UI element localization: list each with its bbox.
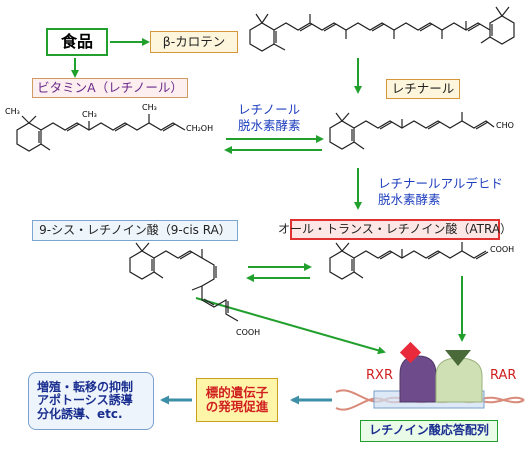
retinal-box: レチナール [386,79,460,99]
retinal-label: レチナール [391,81,455,97]
rar-label: RAR [490,368,517,383]
effect-line-1: 増殖・転移の抑制 [37,380,134,395]
cis-ra-cooh-label: COOH [236,328,261,337]
retinol-dh-line-1: レチノール [238,102,301,117]
beta-carotene-label: β-カロテン [162,34,226,50]
food-label: 食品 [60,32,93,52]
rar-ligand-icon [445,350,471,366]
target-gene-line-2: の発現促進 [205,399,269,414]
retinol-ch3-label-c: CH₃ [142,103,157,112]
response-element-label: レチノイン酸応答配列 [369,423,489,438]
atra-box: オール・トランス・レチノイン酸（ATRA） [278,219,512,240]
food-box: 食品 [46,28,108,56]
retinal-cho-label: CHO [496,121,514,130]
effect-line-2: アポトーシス誘導 [37,393,133,408]
atra-label: オール・トランス・レチノイン酸（ATRA） [277,221,513,236]
retinol-ch3-label-b: CH₃ [82,110,97,119]
rxr-receptor [399,355,437,403]
atra-cooh-label: COOH [490,245,515,254]
effect-line-3: 分化誘導、etc. [37,406,123,421]
beta-carotene-structure [249,6,515,52]
target-gene-line-1: 標的遺伝子 [205,385,269,401]
retinol-structure [16,114,186,152]
vitamin-a-box: ビタミンA（レチノール） [32,78,188,98]
retinal-structure [329,112,495,150]
retinal-dh-line-1: レチナールアルデヒド [378,176,503,191]
atra-structure [329,242,489,280]
arrow-cis-to-rxr [195,297,386,355]
beta-carotene-box: β-カロテン [150,31,238,53]
target-gene-box: 標的遺伝子 の発現促進 [196,378,278,422]
9-cis-ra-box: 9-シス・レチノイン酸（9-cis RA） [32,220,238,241]
retinol-dh-line-2: 脱水素酵素 [238,117,301,133]
9-cis-ra-label: 9-シス・レチノイン酸（9-cis RA） [39,222,231,237]
effects-box: 増殖・転移の抑制 アポトーシス誘導 分化誘導、etc. [28,372,154,430]
rxr-label: RXR [366,368,393,383]
retinol-ch3-label-a: CH₃ [5,107,20,116]
retinal-dh-line-2: 脱水素酵素 [378,191,441,207]
retinal-dehydrogenase-label: レチナールアルデヒド 脱水素酵素 [378,176,503,207]
retinol-dehydrogenase-label: レチノール 脱水素酵素 [238,102,301,133]
vitamin-a-label: ビタミンA（レチノール） [37,80,183,96]
retinol-ch2oh-label: CH₂OH [186,124,214,133]
response-element-box: レチノイン酸応答配列 [360,420,498,442]
9-cis-ra-structure [129,242,239,322]
